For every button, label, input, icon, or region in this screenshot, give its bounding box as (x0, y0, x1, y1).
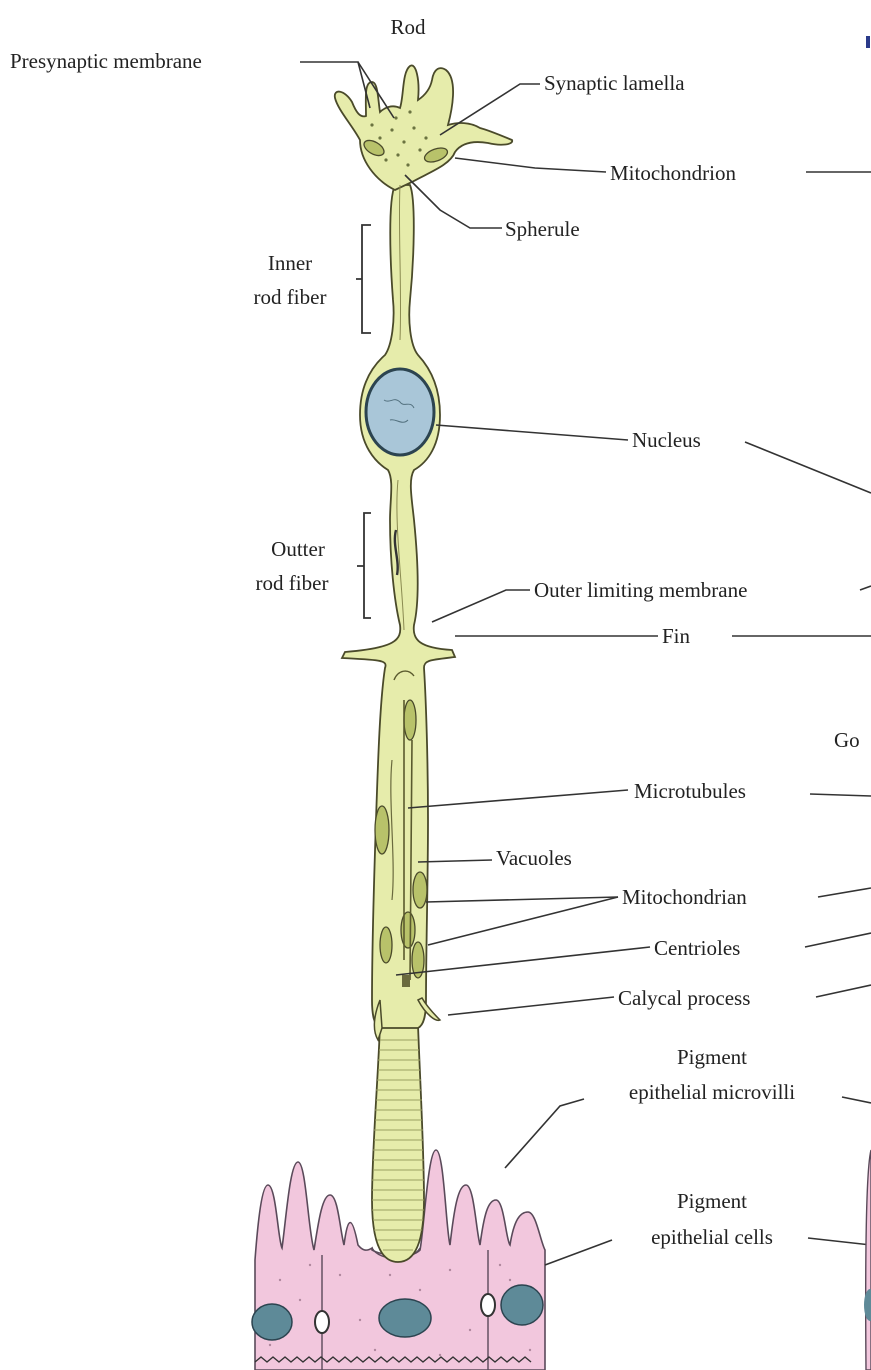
label-microtubules: Microtubules (634, 779, 746, 803)
epithelial-nucleus (379, 1299, 431, 1337)
epithelial-nucleus (501, 1285, 543, 1325)
label-calycal-process: Calycal process (618, 986, 750, 1010)
label-fin: Fin (662, 624, 691, 648)
label-centrioles: Centrioles (654, 936, 740, 960)
label-pigment-microvilli-line2: epithelial microvilli (629, 1080, 795, 1104)
epithelial-nucleus (252, 1304, 292, 1340)
label-mitochondrian: Mitochondrian (622, 885, 747, 909)
label-go-cut: Go (834, 728, 860, 752)
label-presynaptic-membrane: Presynaptic membrane (10, 49, 202, 73)
label-outer-limiting-membrane: Outer limiting membrane (534, 578, 747, 602)
label-vacuoles: Vacuoles (496, 846, 572, 870)
label-pigment-cells-line1: Pigment (677, 1189, 747, 1213)
label-outter-rod-fiber-line2: rod fiber (256, 571, 329, 595)
outter-rod-fiber-bracket (357, 513, 371, 618)
label-inner-rod-fiber-line2: rod fiber (254, 285, 327, 309)
label-nucleus: Nucleus (632, 428, 701, 452)
label-pigment-cells-line2: epithelial cells (651, 1225, 773, 1249)
label-outter-rod-fiber-line1: Outter (271, 537, 325, 561)
label-inner-rod-fiber-line1: Inner (268, 251, 312, 275)
labels: Rod Presynaptic membrane Synaptic lamell… (10, 15, 860, 1249)
rod-outer-segment (372, 1025, 424, 1262)
label-spherule: Spherule (505, 217, 580, 241)
rod-cell-body (335, 65, 512, 1040)
adjacent-cone-fragment (864, 36, 871, 1370)
label-mitochondrion: Mitochondrion (610, 161, 736, 185)
label-pigment-microvilli-line1: Pigment (677, 1045, 747, 1069)
inner-rod-fiber-bracket (356, 225, 371, 333)
spherule (335, 65, 512, 190)
rod-nucleus (366, 369, 434, 455)
diagram-title: Rod (390, 15, 426, 39)
label-synaptic-lamella: Synaptic lamella (544, 71, 685, 95)
